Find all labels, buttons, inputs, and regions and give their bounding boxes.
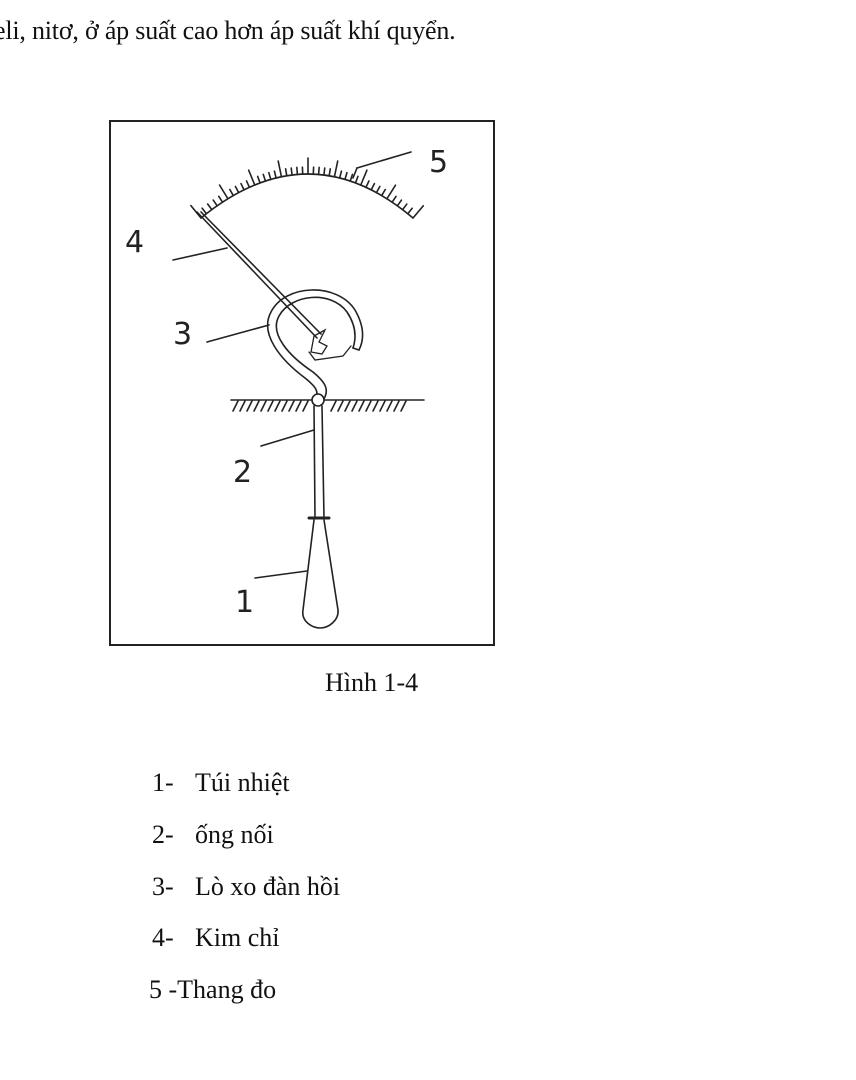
thermal-bulb: [302, 519, 339, 629]
manometric-thermometer-drawing: 5 4 3 2 1: [125, 145, 448, 629]
bourdon-spring: [275, 296, 356, 403]
legend-item: 3- Lò xo đàn hồi: [152, 872, 340, 902]
legend-number: 1-: [152, 768, 174, 797]
legend-number: 4-: [152, 923, 174, 952]
legend-item: 1- Túi nhiệt: [152, 768, 290, 798]
figure-caption: Hình 1-4: [325, 668, 419, 697]
body-text-line: eli, nitơ, ở áp suất cao hơn áp suất khí…: [0, 16, 456, 45]
legend-number: 3-: [152, 872, 174, 901]
legend-text: Thang đo: [177, 975, 277, 1004]
legend-text: Kim chỉ: [195, 923, 280, 952]
mount-hatching: [232, 400, 407, 412]
legend-text: Lò xo đàn hồi: [195, 872, 341, 901]
figure-thermometer-diagram: 5 4 3 2 1: [109, 120, 495, 646]
callout-5: 5: [429, 145, 448, 180]
legend-item: 4- Kim chỉ: [152, 923, 280, 953]
joint-circle: [311, 393, 325, 407]
legend-text: Túi nhiệt: [195, 768, 290, 797]
legend-item: 5 -Thang đo: [149, 975, 276, 1005]
legend-text: ống nối: [195, 820, 274, 849]
legend-number: 2-: [152, 820, 174, 849]
legend-number: 5 -: [149, 975, 178, 1004]
callout-1: 1: [235, 585, 254, 620]
scale-ticks: [190, 157, 425, 219]
callout-2: 2: [233, 455, 252, 490]
callout-3: 3: [173, 317, 192, 352]
callout-4: 4: [125, 225, 144, 260]
legend-item: 2- ống nối: [152, 820, 274, 850]
